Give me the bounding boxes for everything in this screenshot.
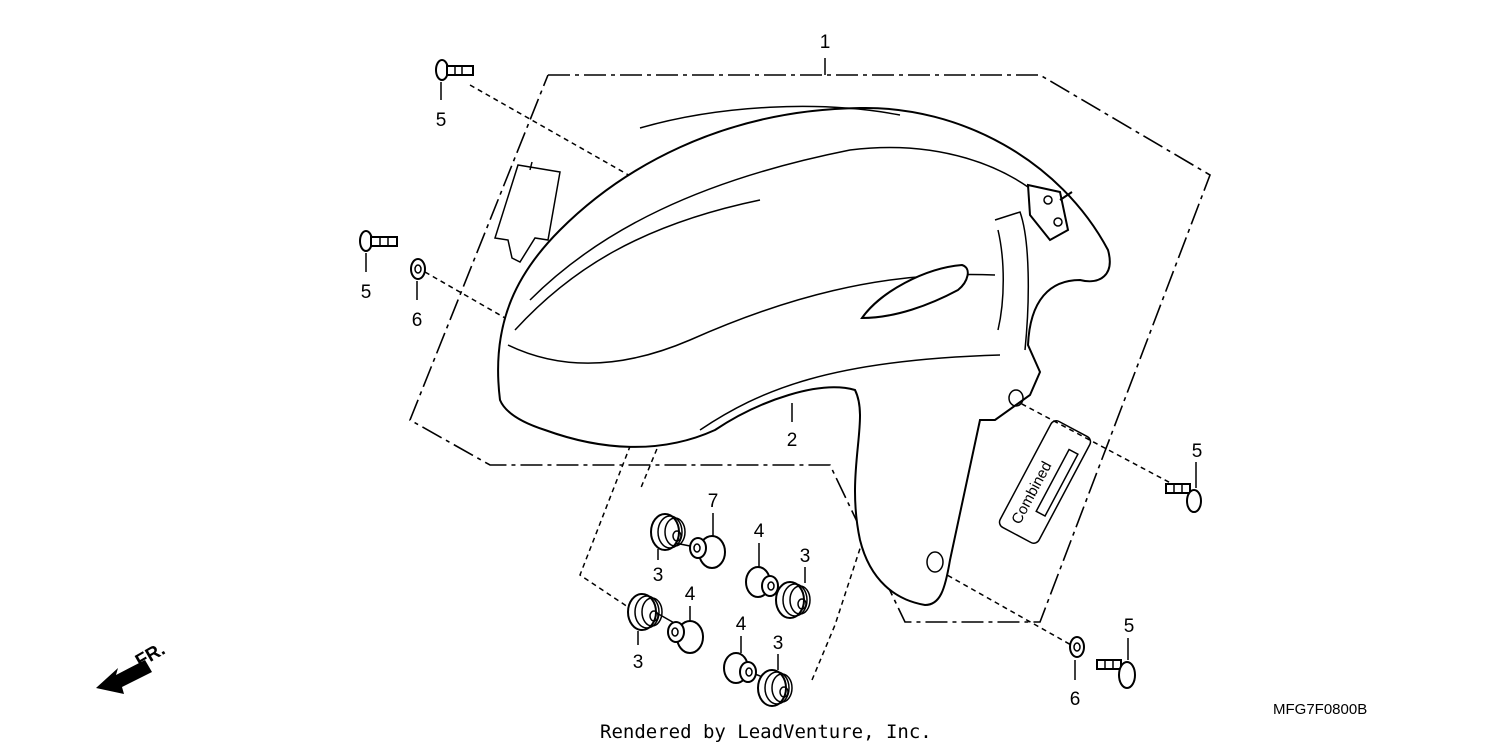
- warning-label-tag: [494, 161, 561, 263]
- callout-3-b: 3: [800, 546, 811, 567]
- collar-part-4-c: [723, 652, 757, 684]
- grommet-part-3-d: [757, 669, 793, 707]
- grommet-part-3-a: [650, 513, 686, 551]
- front-direction-arrow-icon: FR.: [96, 639, 169, 694]
- collar-part-4-a: [667, 620, 704, 654]
- screw-part-5-c: [1165, 483, 1202, 513]
- callout-5-b: 5: [361, 282, 372, 303]
- callout-ticks: [365, 82, 1197, 680]
- collar-part-7: [689, 535, 726, 569]
- callout-3-a: 3: [653, 565, 664, 586]
- collar-part-4-b: [745, 566, 779, 598]
- grommet-part-3-b: [627, 593, 663, 631]
- decal-text: Combined: [1008, 459, 1055, 527]
- callout-5-a: 5: [436, 110, 447, 131]
- callout-4-a: 4: [754, 521, 765, 542]
- screw-part-5-d: [1096, 659, 1136, 689]
- callout-3-c: 3: [633, 652, 644, 673]
- render-credit: Rendered by LeadVenture, Inc.: [600, 721, 932, 743]
- screw-part-5-b: [359, 230, 398, 252]
- washer-part-6-a: [410, 258, 426, 280]
- callout-6-a: 6: [412, 310, 423, 331]
- assembly-boundary: [408, 58, 1211, 623]
- washer-part-6-b: [1069, 636, 1085, 658]
- callout-5-c: 5: [1192, 441, 1203, 462]
- grommet-part-3-c: [775, 581, 811, 619]
- callout-6-b: 6: [1070, 689, 1081, 710]
- screw-part-5-a: [435, 59, 474, 81]
- front-fender: [497, 105, 1111, 607]
- callout-1: 1: [820, 32, 831, 53]
- callout-4-b: 4: [685, 584, 696, 605]
- diagram-code: MFG7F0800B: [1273, 701, 1367, 718]
- callout-7: 7: [708, 491, 719, 512]
- combined-decal: Combined: [998, 420, 1092, 544]
- callout-2: 2: [787, 430, 798, 451]
- callout-4-c: 4: [736, 614, 747, 635]
- callout-3-d: 3: [773, 633, 784, 654]
- callout-5-d: 5: [1124, 616, 1135, 637]
